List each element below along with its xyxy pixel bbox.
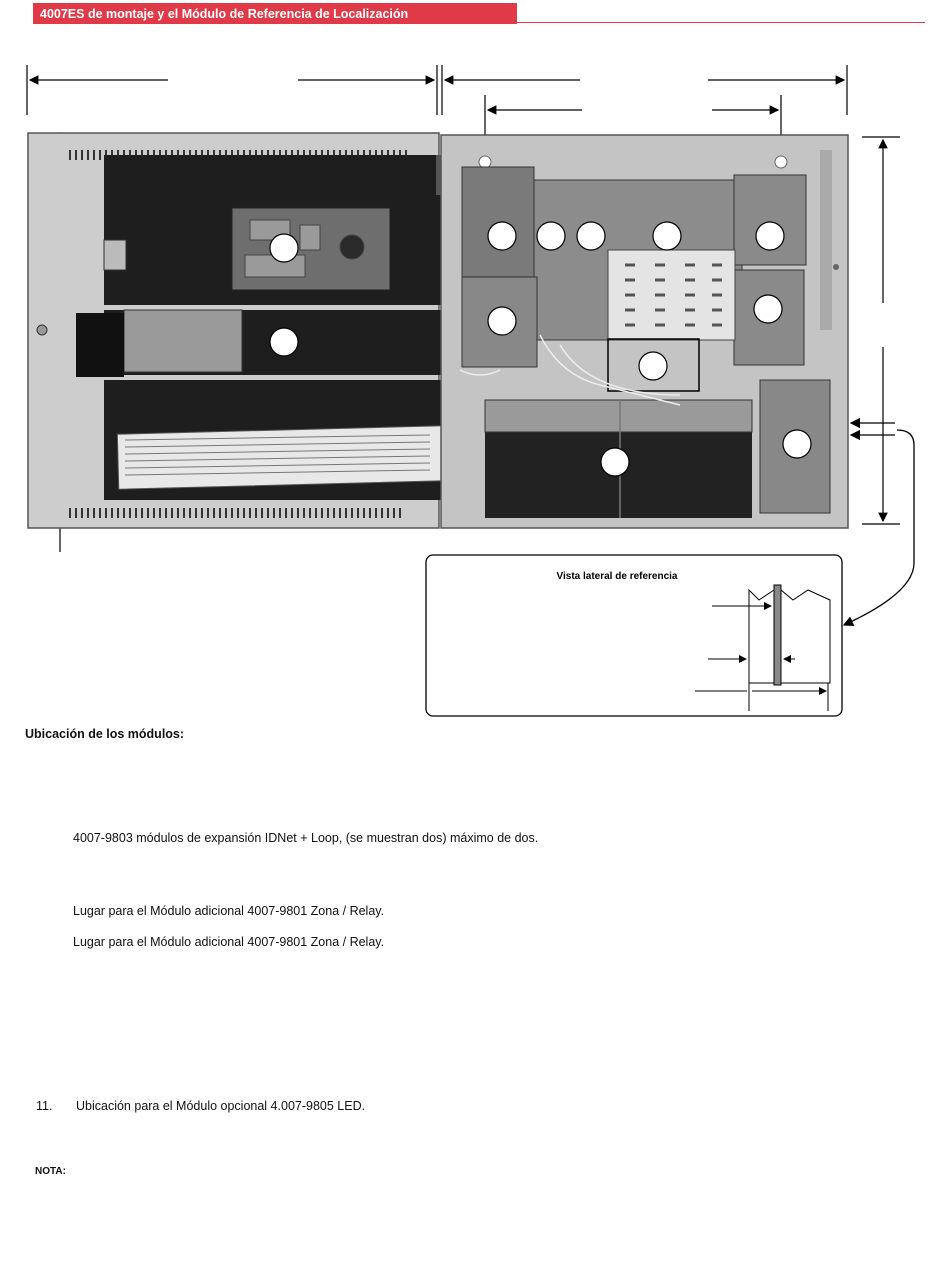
list-item: Ubicación para el Módulo opcional 4.007-… [76, 1099, 366, 1113]
list-item: Lugar para el Módulo adicional 4007-9801… [73, 935, 385, 949]
header-rule [517, 22, 925, 23]
side-view-box [425, 554, 843, 717]
side-view-title: Vista lateral de referencia [557, 571, 678, 582]
list-item: Lugar para el Módulo adicional 4007-9801… [73, 904, 385, 918]
section-heading: Ubicación de los módulos: [25, 727, 185, 741]
note-label: NOTA: [35, 1166, 66, 1177]
list-item: 4007-9803 módulos de expansión IDNet + L… [73, 831, 539, 845]
enclosure-diagram: Vista lateral de referencia [26, 65, 915, 717]
page-header-title: 4007ES de montaje y el Módulo de Referen… [40, 7, 409, 21]
module-highlight-box [607, 338, 700, 392]
zone-relay-module-1 [733, 174, 807, 266]
list-item-number: 11. [36, 1099, 53, 1113]
door-label-pad [123, 309, 243, 373]
callout-circles [269, 221, 812, 477]
side-view-drawing [695, 584, 831, 711]
door-handle [76, 313, 124, 377]
door-latch-left [103, 239, 127, 271]
header-bar [33, 3, 517, 24]
door-lock [36, 324, 48, 336]
